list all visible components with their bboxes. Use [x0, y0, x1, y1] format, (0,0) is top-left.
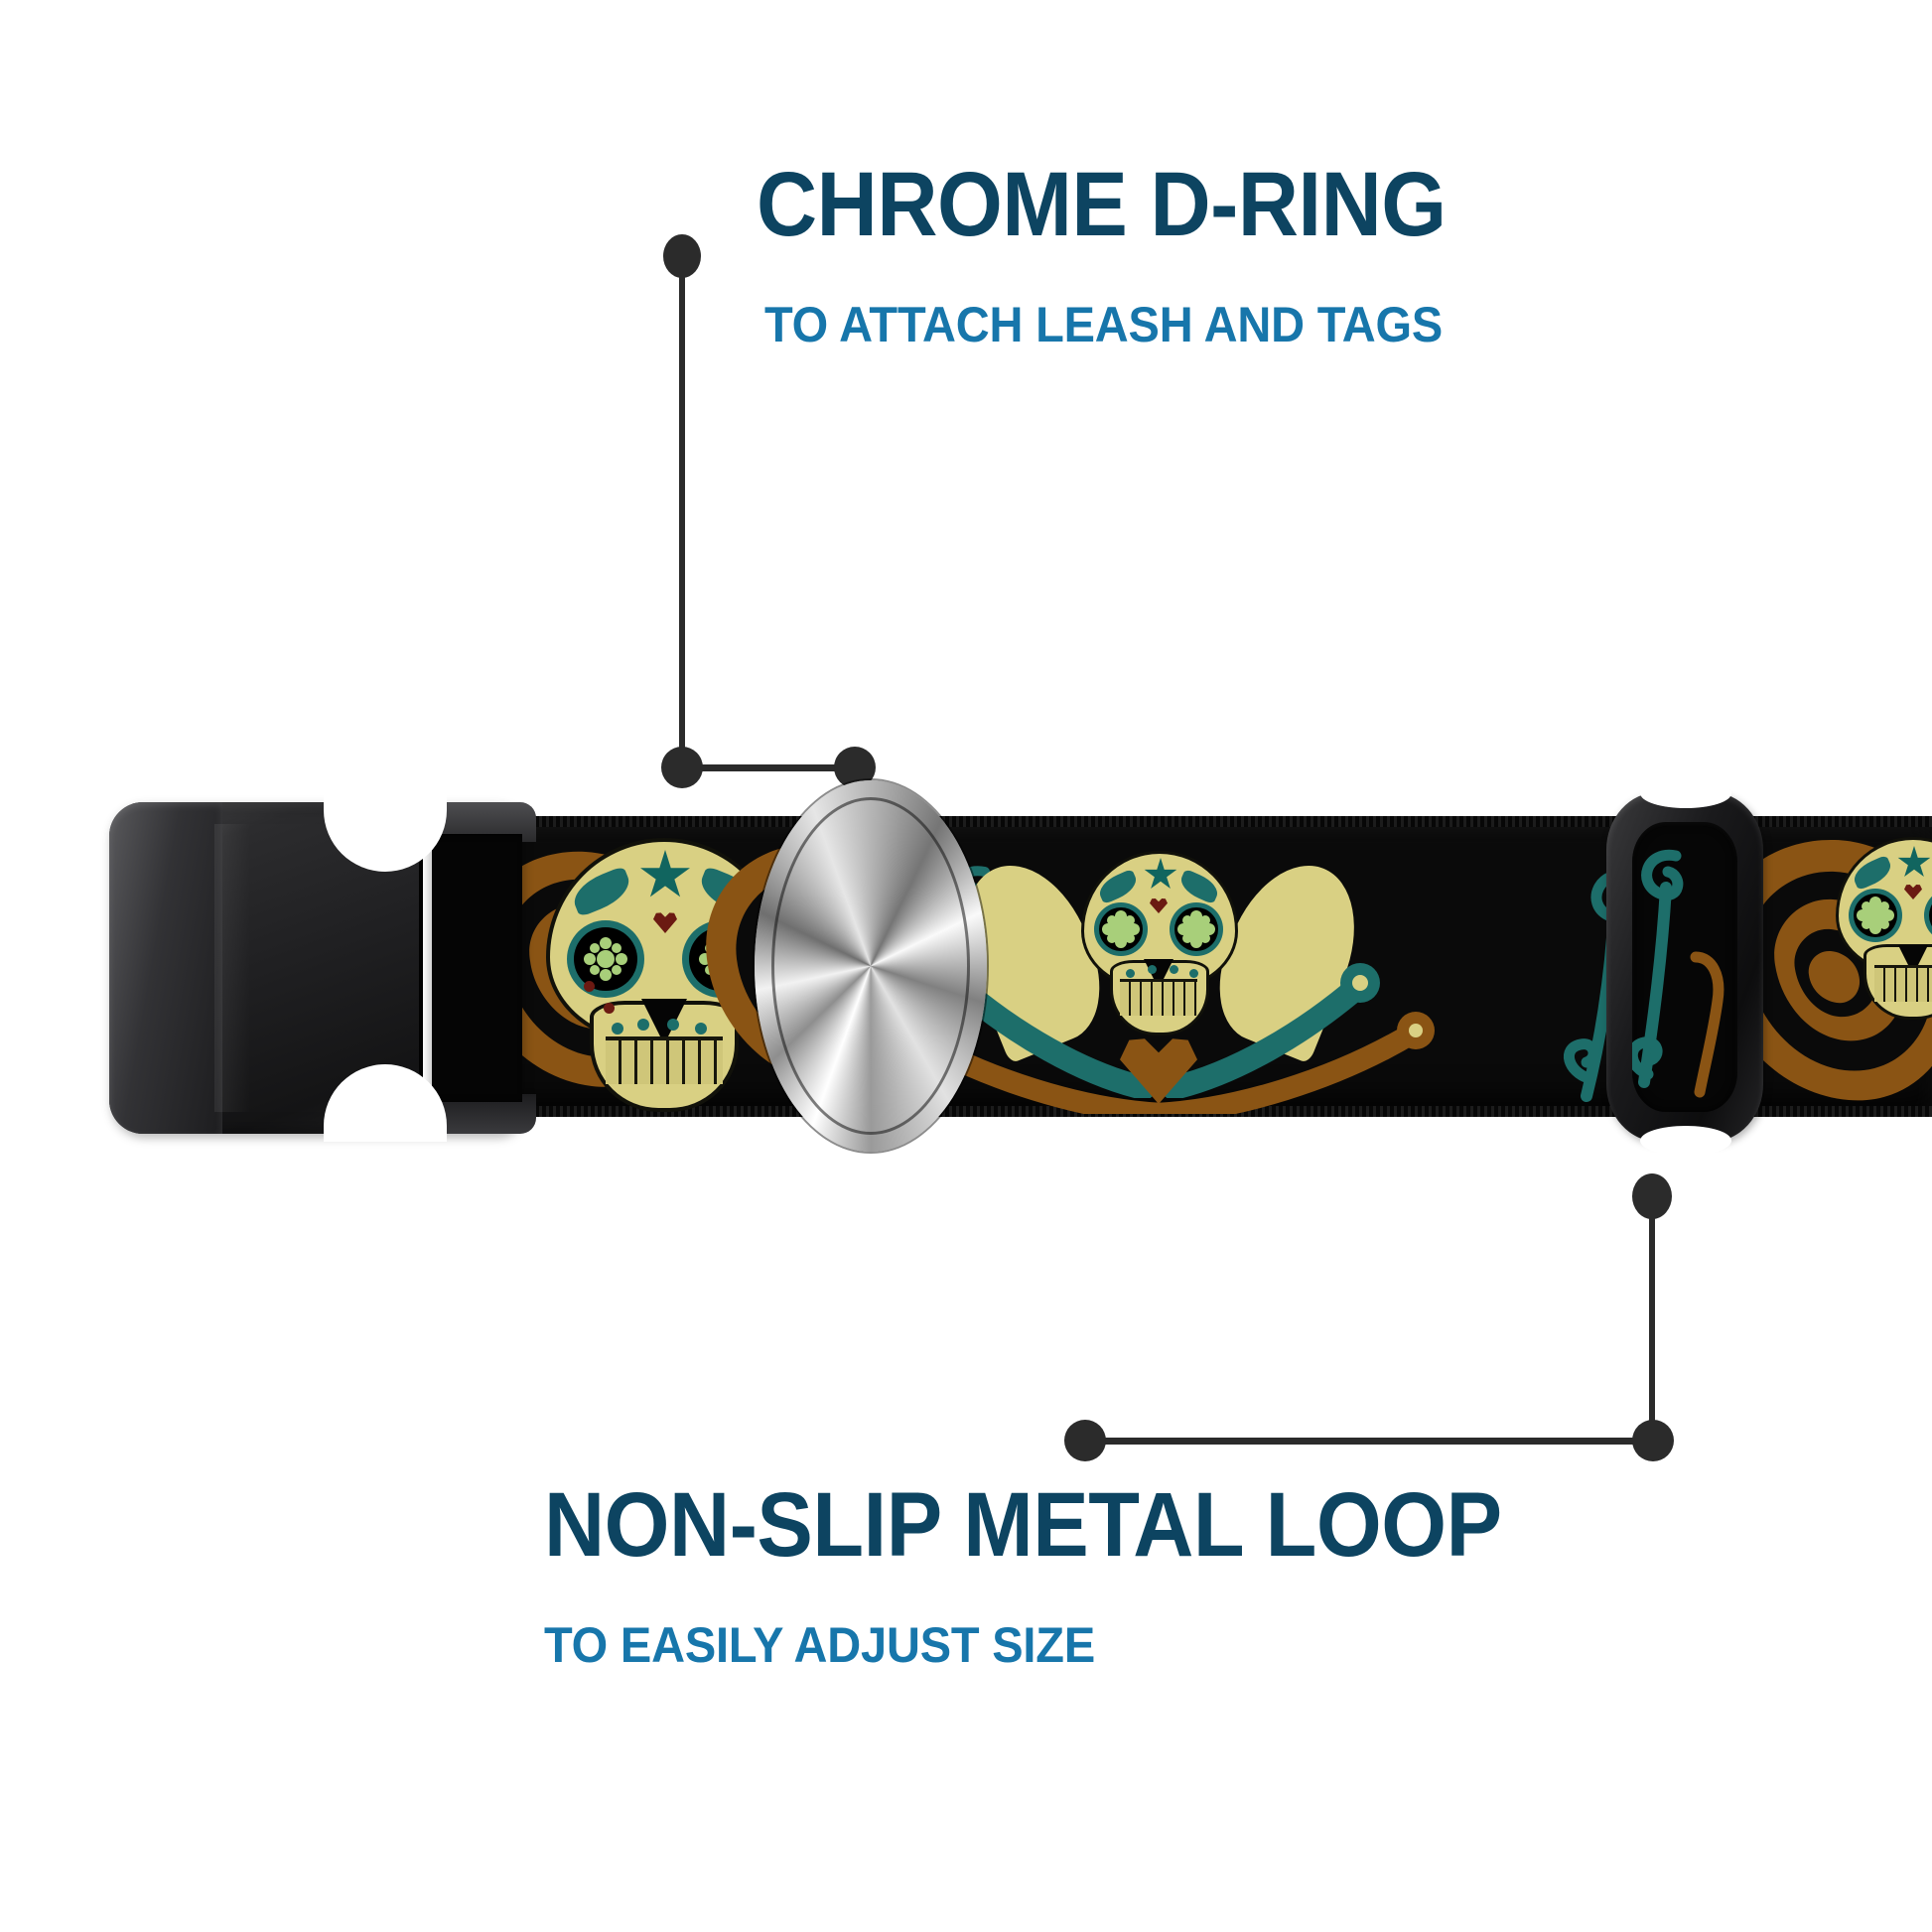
skull-eye-right: [1929, 894, 1932, 937]
swoosh-teal-right: [1164, 963, 1380, 1098]
filigree-swirl-icon: [1632, 849, 1725, 1098]
skull-dot: [637, 1019, 649, 1031]
callout-title-non-slip-metal-loop: NON-SLIP METAL LOOP: [544, 1474, 1502, 1576]
skull-cheek-dot: [584, 981, 595, 992]
buckle-webbing-slot: [419, 834, 522, 1102]
leader-line-vertical-bottom: [1649, 1187, 1655, 1455]
metal-loop-scallop-top: [1640, 778, 1731, 808]
buckle-lip: [109, 802, 222, 1134]
skull-dot: [1189, 969, 1198, 978]
chrome-d-ring[interactable]: [755, 780, 987, 1152]
metal-loop-window: [1632, 822, 1737, 1112]
skull-teeth: [1874, 965, 1932, 1002]
skull-eye-flower-left: [597, 950, 615, 968]
sugar-skull-motif: [1084, 854, 1235, 1038]
skull-cheek-dot: [604, 1003, 615, 1014]
side-release-buckle[interactable]: [87, 794, 536, 1142]
d-ring-chrome-highlight: [755, 780, 987, 1152]
skull-eye-right: [1174, 907, 1218, 951]
skull-eye-left: [1099, 907, 1143, 951]
leader-line-horizontal-top: [681, 764, 856, 771]
callout-title-chrome-d-ring: CHROME D-RING: [757, 154, 1447, 255]
strap-edge-top: [379, 816, 1932, 827]
sugar-skull-motif: [1839, 840, 1932, 1021]
skull-eye-flower-right: [1185, 918, 1207, 940]
skull-dot: [695, 1023, 707, 1035]
leader-dot-bottom-end: [1064, 1420, 1106, 1461]
d-ring-inner-edge: [771, 797, 970, 1135]
leader-line-vertical-top: [679, 250, 685, 768]
callout-subtitle-non-slip-metal-loop: TO EASILY ADJUST SIZE: [544, 1617, 1095, 1673]
skull-dot: [1170, 965, 1178, 974]
buckle-slot-highlight: [423, 836, 432, 1100]
skull-eye-flower-left: [1110, 918, 1132, 940]
skull-teeth: [606, 1036, 723, 1084]
non-slip-metal-loop[interactable]: [1606, 778, 1763, 1156]
skull-teeth: [1120, 979, 1197, 1016]
skull-dot: [667, 1019, 679, 1031]
skull-eye-left: [1854, 894, 1897, 937]
swoosh-brown-right: [1146, 1012, 1435, 1114]
metal-loop-scallop-bottom: [1640, 1126, 1731, 1156]
callout-subtitle-chrome-d-ring: TO ATTACH LEASH AND TAGS: [764, 297, 1444, 352]
skull-dot: [1148, 965, 1157, 974]
leader-line-horizontal-bottom: [1082, 1438, 1656, 1445]
skull-eye-left: [574, 927, 637, 991]
buckle-prong-gap: [214, 824, 250, 1112]
skull-eye-flower-left: [1864, 904, 1886, 926]
skull-dot: [612, 1023, 623, 1035]
skull-dot: [1126, 969, 1135, 978]
